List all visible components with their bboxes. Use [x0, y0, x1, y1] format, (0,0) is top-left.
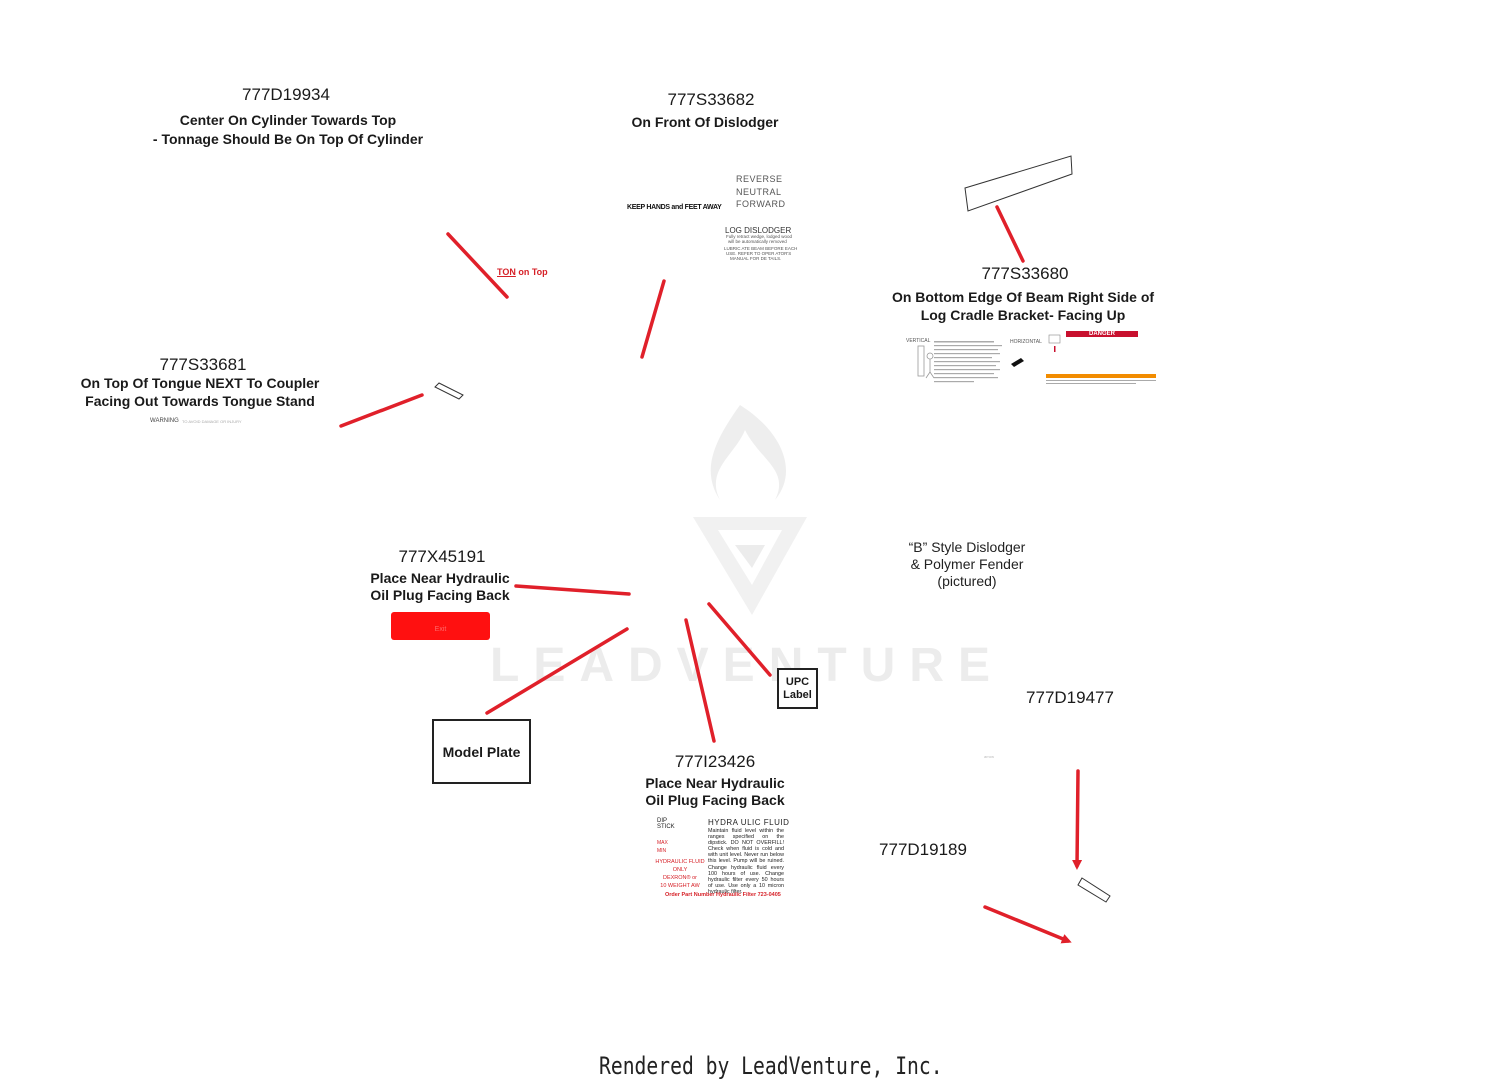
part-number-777D19189: 777D19189 — [879, 840, 967, 859]
placement-777D19934-line1: Center On Cylinder Towards Top — [179, 112, 397, 128]
vertical-label: VERTICAL — [906, 338, 931, 344]
log-dislodger-sub2: will be automatically removed — [728, 239, 787, 244]
ton-on-top-decal: TON on Top — [497, 267, 548, 277]
upc-label-line1: UPC — [785, 675, 810, 688]
part-number-777S33681: 777S33681 — [159, 355, 247, 374]
log-dislodger-sub5: MANUAL FOR DE TAILS. — [730, 256, 782, 261]
placement-777S33681-line1: On Top Of Tongue NEXT To Coupler — [80, 375, 320, 391]
placement-777S33681-line2: Facing Out Towards Tongue Stand — [85, 393, 315, 409]
placement-777S33680-line2: Log Cradle Bracket- Facing Up — [920, 307, 1126, 323]
hyd-fluid-line3: DEXRON® or — [662, 875, 697, 881]
note-line3: (pictured) — [937, 573, 997, 589]
rendered-by-footer: Rendered by LeadVenture, Inc. — [599, 1052, 943, 1080]
upc-label-line2: Label — [783, 688, 812, 701]
decal-outline-777S33681 — [434, 382, 464, 400]
decal-outline-777S33680 — [964, 155, 1073, 212]
watermark-text: LEADVENTURE — [490, 639, 1005, 692]
hyd-fluid-line2: ONLY — [672, 867, 688, 873]
forward-label: FORWARD — [736, 199, 786, 209]
placement-777I23426-line2: Oil Plug Facing Back — [645, 792, 785, 808]
vertical-figure-icon — [917, 345, 935, 379]
log-dislodger-title: LOG DISLODGER — [725, 226, 792, 235]
red-decal-777X45191: Exit — [391, 612, 490, 640]
note-line1: “B” Style Dislodger — [908, 539, 1026, 555]
warning-small-text: TO AVOID DAMAGE OR INJURY — [182, 419, 242, 424]
small-mark-777D19477: arrow — [984, 754, 995, 759]
dip-label: DIP — [657, 818, 668, 824]
placement-777S33682: On Front Of Dislodger — [631, 114, 779, 130]
hydraulic-fluid-title: HYDRA ULIC FLUID — [708, 818, 790, 827]
danger-banner: DANGER — [1066, 331, 1138, 337]
danger-pictogram-icon — [1048, 334, 1061, 352]
hydraulic-fluid-type: HYDRAULIC FLUID ONLY DEXRON® or 10 WEIGH… — [655, 858, 705, 890]
leader-777S33680 — [995, 205, 1025, 263]
danger-instruction-text-block — [934, 341, 1002, 383]
warning-orange-banner — [1046, 374, 1156, 378]
leader-777I23426 — [684, 618, 716, 743]
on-top-label: on Top — [515, 267, 548, 277]
keep-hands-decal: KEEP HANDS and FEET AWAY — [627, 204, 722, 211]
leader-upc — [707, 602, 772, 677]
hyd-fluid-line1: HYDRAULIC FLUID — [655, 859, 705, 865]
part-number-777S33682: 777S33682 — [667, 90, 755, 109]
leader-777D19934 — [446, 232, 509, 299]
part-number-777X45191: 777X45191 — [398, 547, 486, 566]
log-dislodger-sub1: Fully retract wedge, lodged wood — [726, 234, 793, 239]
horizontal-label: HORIZONTAL — [1010, 339, 1042, 345]
dislodger-style-note: “B” Style Dislodger & Polymer Fender (pi… — [867, 539, 1067, 590]
leader-777D19477 — [1072, 769, 1083, 870]
part-number-777D19477: 777D19477 — [1026, 688, 1114, 707]
placement-777D19934-line2: - Tonnage Should Be On Top Of Cylinder — [152, 131, 424, 147]
min-label: MIN — [657, 848, 667, 854]
leader-777D19189 — [983, 905, 1072, 944]
decal-outline-777D19477 — [1077, 877, 1111, 903]
log-dislodger-sub4: USE. REFER TO OPER ATOR'S — [726, 251, 792, 256]
placement-777S33680-line1: On Bottom Edge Of Beam Right Side of — [891, 289, 1155, 305]
part-number-777S33680: 777S33680 — [981, 264, 1069, 283]
ton-label: TON — [497, 267, 516, 277]
neutral-label: NEUTRAL — [736, 187, 782, 197]
placement-777X45191-line1: Place Near Hydraulic — [370, 570, 510, 586]
hydraulic-fluid-body: Maintain fluid level within the ranges s… — [708, 828, 784, 895]
order-part-number: Order Part Number Hydraulic Filter 723-0… — [665, 892, 781, 898]
leader-777X45191 — [514, 584, 631, 596]
part-number-777D19934: 777D19934 — [242, 85, 330, 104]
leader-777S33681 — [339, 393, 424, 428]
stick-label: STICK — [657, 824, 675, 830]
placement-777X45191-line2: Oil Plug Facing Back — [370, 587, 510, 603]
upc-label-box: UPC Label — [777, 668, 818, 709]
warning-small-label: WARNING — [150, 418, 179, 424]
reverse-label: REVERSE — [736, 174, 783, 184]
part-number-777I23426: 777I23426 — [674, 752, 756, 771]
model-plate-box: Model Plate — [432, 719, 531, 784]
dipstick-label: DIP STICK — [657, 818, 675, 830]
hyd-fluid-line4: 10 WEIGHT AW — [660, 883, 700, 889]
note-line2: & Polymer Fender — [910, 556, 1024, 572]
max-label: MAX — [657, 840, 668, 846]
horizontal-log-icon — [1011, 358, 1024, 367]
leader-777S33682 — [640, 279, 666, 359]
leader-model-plate — [485, 627, 629, 715]
log-dislodger-sub3: LUBRIC ATE BEAM BEFORE EACH — [724, 246, 798, 251]
warning-text-lines — [1046, 380, 1156, 384]
placement-777I23426-line1: Place Near Hydraulic — [645, 775, 785, 791]
